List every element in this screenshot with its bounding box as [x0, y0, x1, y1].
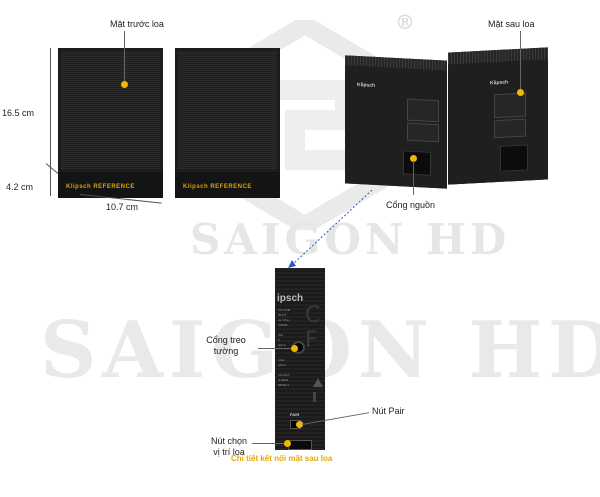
- front-label: Mặt trước loa: [110, 19, 164, 29]
- position-switch[interactable]: [288, 440, 312, 450]
- detail-caption: Chi tiết kết nối mặt sau loa: [231, 454, 333, 463]
- front-brand-right: Klipsch REFERENCE: [183, 184, 252, 190]
- watermark-registered: ®: [395, 10, 415, 34]
- detail-panel-brand: ipsch: [277, 293, 304, 304]
- position-label: Nút chọn vị trí loa: [210, 436, 248, 457]
- position-dot: [284, 440, 291, 447]
- power-port-label: Cổng nguồn: [386, 200, 436, 210]
- power-port-dot: [410, 155, 417, 162]
- dimension-width: 10.7 cm: [106, 202, 139, 212]
- wall-mount-dot: [291, 345, 298, 352]
- back-label-dot: [517, 89, 524, 96]
- front-label-dot: [121, 81, 128, 88]
- back-label: Mặt sau loa: [488, 19, 535, 29]
- front-brand-left: Klipsch REFERENCE: [66, 184, 135, 190]
- pair-label: Nút Pair: [372, 406, 405, 416]
- dimension-height: 16.5 cm: [2, 108, 35, 118]
- front-speaker-right: Klipsch REFERENCE: [175, 48, 280, 198]
- dimension-depth: 4.2 cm: [6, 182, 34, 192]
- watermark-text-small: SAIGON HD: [190, 215, 511, 264]
- wall-mount-label: Cổng treo tường: [206, 335, 246, 356]
- pair-text: PAIR: [290, 412, 300, 417]
- front-speaker-left: Klipsch REFERENCE: [58, 48, 163, 198]
- pair-dot: [296, 421, 303, 428]
